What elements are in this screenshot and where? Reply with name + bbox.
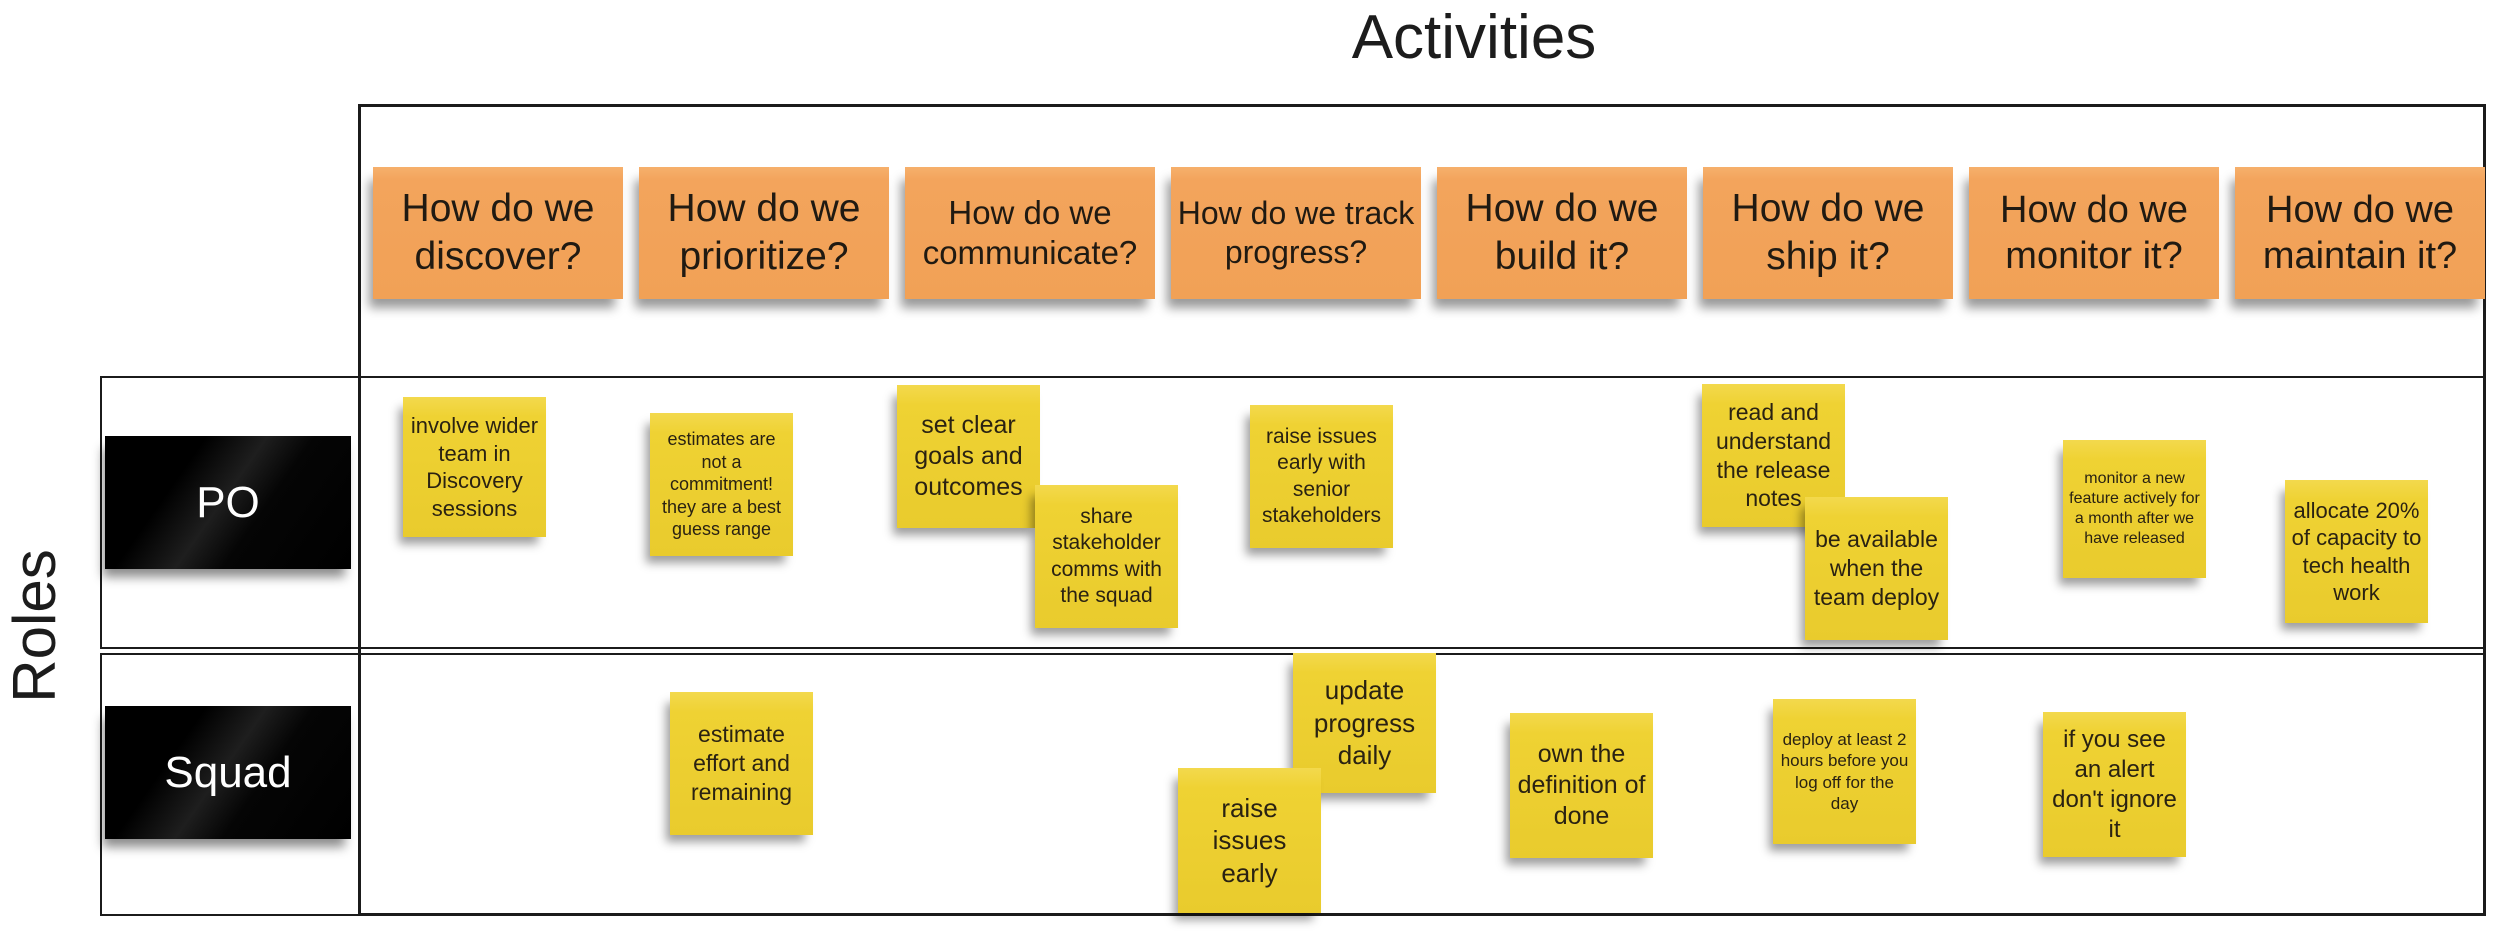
column-header-note-prioritize[interactable]: How do we prioritize?: [639, 167, 889, 299]
roles-axis-label: Roles: [1, 549, 68, 703]
sticky-note-be-available-deploy[interactable]: be available when the team deploy: [1805, 497, 1948, 640]
sticky-note-monitor-new-feature[interactable]: monitor a new feature actively for a mon…: [2063, 440, 2206, 578]
sticky-note-deploy-2-hours[interactable]: deploy at least 2 hours before you log o…: [1773, 699, 1916, 844]
sticky-note-share-stakeholder-comms[interactable]: share stakeholder comms with the squad: [1035, 485, 1178, 628]
column-header-note-build[interactable]: How do we build it?: [1437, 167, 1687, 299]
column-header-note-discover[interactable]: How do we discover?: [373, 167, 623, 299]
column-header-note-monitor[interactable]: How do we monitor it?: [1969, 167, 2219, 299]
role-card-po[interactable]: PO: [105, 436, 351, 569]
sticky-note-estimate-effort[interactable]: estimate effort and remaining: [670, 692, 813, 835]
activities-title: Activities: [1351, 3, 1597, 72]
role-card-squad[interactable]: Squad: [105, 706, 351, 839]
column-header-note-maintain[interactable]: How do we maintain it?: [2235, 167, 2485, 299]
column-header-note-ship[interactable]: How do we ship it?: [1703, 167, 1953, 299]
po-row-cell: [100, 376, 2486, 649]
sticky-note-involve-wider-team[interactable]: involve wider team in Discovery sessions: [403, 397, 546, 537]
column-header-note-communicate[interactable]: How do we communicate?: [905, 167, 1155, 299]
sticky-note-update-progress[interactable]: update progress daily: [1293, 653, 1436, 793]
sticky-note-set-clear-goals[interactable]: set clear goals and outcomes: [897, 385, 1040, 528]
sticky-note-alert-dont-ignore[interactable]: if you see an alert don't ignore it: [2043, 712, 2186, 857]
sticky-note-raise-issues-early[interactable]: raise issues early: [1178, 768, 1321, 913]
sticky-note-raise-issues-stakeholders[interactable]: raise issues early with senior stakehold…: [1250, 405, 1393, 548]
sticky-note-allocate-capacity[interactable]: allocate 20% of capacity to tech health …: [2285, 480, 2428, 623]
sticky-note-own-definition-done[interactable]: own the definition of done: [1510, 713, 1653, 858]
column-header-note-track-progress[interactable]: How do we track progress?: [1171, 167, 1421, 299]
sticky-note-estimates-not-commitment[interactable]: estimates are not a commitment! they are…: [650, 413, 793, 556]
sticky-note-read-release-notes[interactable]: read and understand the release notes: [1702, 384, 1845, 527]
